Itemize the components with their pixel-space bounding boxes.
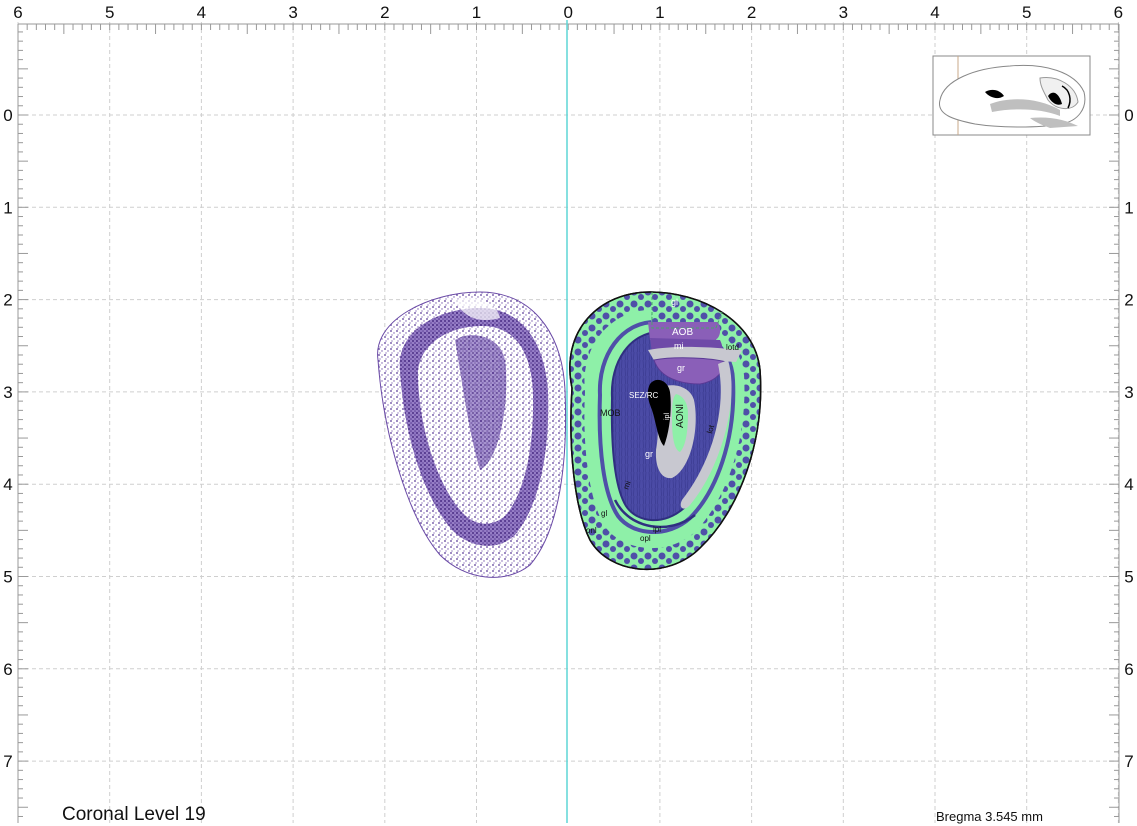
level-title: Coronal Level 19 [62, 804, 206, 825]
y-axis-label-left: 7 [3, 752, 12, 771]
label-sez-rc: SEZ/RC [629, 391, 659, 400]
label-mi-mob: mi [621, 479, 632, 490]
x-axis-label: 4 [197, 3, 206, 22]
y-axis-label-right: 1 [1124, 198, 1133, 217]
bregma-coordinate: Bregma 3.545 mm [936, 809, 1043, 824]
x-axis-label: 6 [13, 3, 22, 22]
x-axis-label: 3 [288, 3, 297, 22]
y-axis-label-right: 0 [1124, 106, 1133, 125]
y-axis-label-right: 4 [1124, 475, 1133, 494]
axis-labels: 6 5 4 3 2 1 0 1 2 3 4 5 6 0 0 1 1 2 2 3 3 4 4 5 5 6 6 7 7 [3, 3, 1133, 771]
y-axis-label-right: 6 [1124, 660, 1133, 679]
sagittal-thumbnail [932, 55, 1091, 136]
label-gr-mob: gr [645, 449, 653, 459]
label-lotd: lotd [726, 343, 739, 352]
y-axis-label-right: 2 [1124, 291, 1133, 310]
y-axis-label-left: 0 [3, 106, 12, 125]
x-axis-label: 1 [655, 3, 664, 22]
y-axis-label-left: 6 [3, 660, 12, 679]
x-axis-label: 5 [1022, 3, 1031, 22]
label-gl-top: gl [671, 297, 678, 307]
y-axis-label-left: 2 [3, 291, 12, 310]
x-axis-label: 2 [380, 3, 389, 22]
y-axis-label-right: 5 [1124, 568, 1133, 587]
y-axis-label-left: 5 [3, 568, 12, 587]
label-gr-aob: gr [677, 363, 685, 373]
x-axis-label: 2 [747, 3, 756, 22]
label-ipl-bottom: ipl [653, 525, 661, 534]
label-aob: AOB [672, 327, 693, 338]
y-axis-label-right: 3 [1124, 383, 1133, 402]
nissl-section [377, 291, 567, 578]
axis-ticks [17, 23, 1120, 823]
x-axis-label: 6 [1114, 3, 1123, 22]
y-axis-label-left: 3 [3, 383, 12, 402]
label-gl-mob: gl [601, 509, 607, 518]
coordinate-grid [17, 22, 1119, 823]
label-mi-top: mi [674, 341, 684, 351]
label-onl: onl [586, 526, 597, 535]
x-axis-label: 0 [563, 3, 572, 22]
x-axis-label: 5 [105, 3, 114, 22]
y-axis-label-left: 4 [3, 475, 12, 494]
x-axis-label: 1 [472, 3, 481, 22]
label-mob: MOB [600, 408, 621, 418]
x-axis-label: 4 [930, 3, 939, 22]
atlas-section: gl AOB mi lotd gr SEZ/RC MOB AONl ipl lo… [569, 291, 762, 570]
label-ipl-vertical: ipl [664, 413, 671, 420]
x-axis-label: 3 [839, 3, 848, 22]
label-aonl: AONl [675, 404, 686, 428]
label-lot: lot [705, 423, 716, 434]
y-axis-label-right: 7 [1124, 752, 1133, 771]
y-axis-label-left: 1 [3, 198, 12, 217]
label-opl: opl [640, 534, 651, 543]
